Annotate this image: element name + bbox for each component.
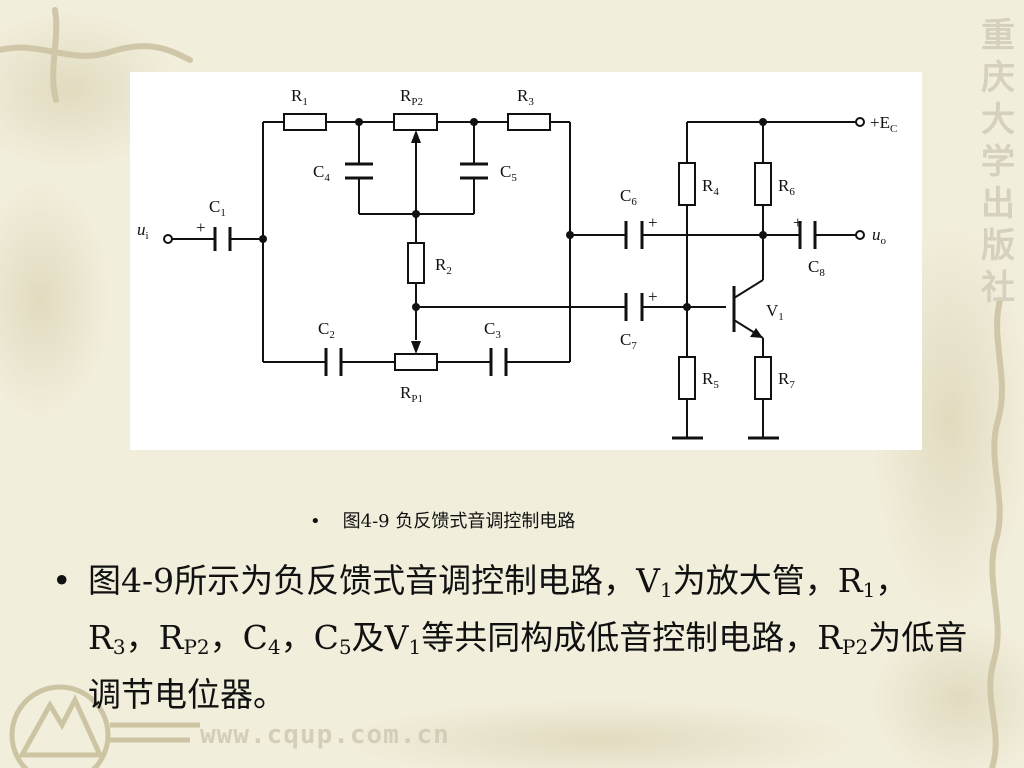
- input-terminal: [163, 234, 173, 244]
- resistor-r4: [678, 162, 696, 206]
- publisher-char: 重: [981, 16, 1015, 56]
- vine-ornament-icon: [0, 7, 1005, 768]
- capacitor-c6: [624, 221, 644, 249]
- publisher-char: 版: [981, 226, 1015, 266]
- resistor-r2: [407, 242, 425, 284]
- capacitor-c4: [345, 162, 373, 180]
- component-labels: R1 RP2 R3 C4 C5 C1 ui + R2 C2 C3 RP1 C6 …: [137, 86, 897, 405]
- paragraph-text: 图4-9所示为负反馈式音调控制电路，V1为放大管，R1，R3，RP2，C4，C5…: [88, 561, 968, 714]
- label-rp1: RP1: [400, 383, 423, 405]
- potentiometer-rp2: [393, 113, 438, 131]
- resistor-r5: [678, 356, 696, 400]
- potentiometer-rp1: [394, 353, 438, 371]
- capacitor-c2: [324, 348, 343, 376]
- label-ui: ui: [137, 220, 149, 242]
- label-c6: C6: [620, 186, 637, 208]
- label-c7-plus: +: [648, 287, 658, 306]
- label-c6-plus: +: [648, 213, 658, 232]
- label-c5: C5: [500, 162, 517, 184]
- resistor-r6: [754, 162, 772, 206]
- resistor-r3: [507, 113, 551, 131]
- figure-caption: • 图4-9 负反馈式音调控制电路: [310, 507, 575, 533]
- label-r2: R2: [435, 255, 452, 277]
- rp2-wiper-arrow-icon: [411, 130, 421, 143]
- caption-text: 图4-9 负反馈式音调控制电路: [342, 511, 576, 532]
- rp1-wiper-arrow-icon: [411, 341, 421, 354]
- emitter-arrow-icon: [750, 328, 763, 338]
- resistor-r1: [283, 113, 327, 131]
- label-c8-plus: +: [793, 213, 803, 232]
- label-c2: C2: [318, 319, 335, 341]
- terminal-circles: [163, 117, 865, 244]
- power-terminal: [855, 117, 865, 127]
- circuit-wires: [172, 121, 856, 440]
- publisher-char: 大: [981, 100, 1015, 140]
- mountain-logo-icon: [9, 684, 200, 768]
- publisher-char: 社: [981, 268, 1015, 308]
- body-paragraph: • 图4-9所示为负反馈式音调控制电路，V1为放大管，R1，R3，RP2，C4，…: [52, 552, 970, 723]
- publisher-char: 庆: [981, 58, 1015, 98]
- capacitor-c3: [489, 348, 508, 376]
- resistor-symbols: [283, 113, 772, 400]
- label-ec: +EC: [870, 113, 897, 135]
- publisher-char: 出: [981, 184, 1015, 224]
- capacitor-c7: [624, 293, 644, 321]
- label-c1: C1: [209, 197, 226, 219]
- resistor-r7: [754, 356, 772, 400]
- label-rp2: RP2: [400, 86, 423, 108]
- label-c1-plus: +: [196, 218, 206, 237]
- paragraph-bullet: •: [52, 561, 72, 600]
- caption-bullet: •: [310, 511, 321, 532]
- publisher-char: 学: [981, 142, 1015, 182]
- capacitor-symbols: [213, 162, 817, 376]
- label-c3: C3: [484, 319, 501, 341]
- capacitor-c1: [213, 227, 232, 251]
- label-r3: R3: [517, 86, 534, 108]
- website-watermark: www.cqup.com.cn: [200, 720, 450, 750]
- label-r6: R6: [778, 176, 795, 198]
- label-r1: R1: [291, 86, 308, 108]
- label-uo: uo: [872, 225, 887, 247]
- label-c8: C8: [808, 257, 825, 279]
- label-r5: R5: [702, 369, 719, 391]
- junction-dots: [259, 118, 767, 311]
- capacitor-c5: [460, 162, 488, 180]
- capacitor-c8: [798, 221, 817, 249]
- label-r7: R7: [778, 369, 795, 391]
- label-v1: V1: [766, 301, 784, 323]
- label-c7: C7: [620, 330, 637, 352]
- label-c4: C4: [313, 162, 330, 184]
- label-r4: R4: [702, 176, 719, 198]
- output-terminal: [855, 230, 865, 240]
